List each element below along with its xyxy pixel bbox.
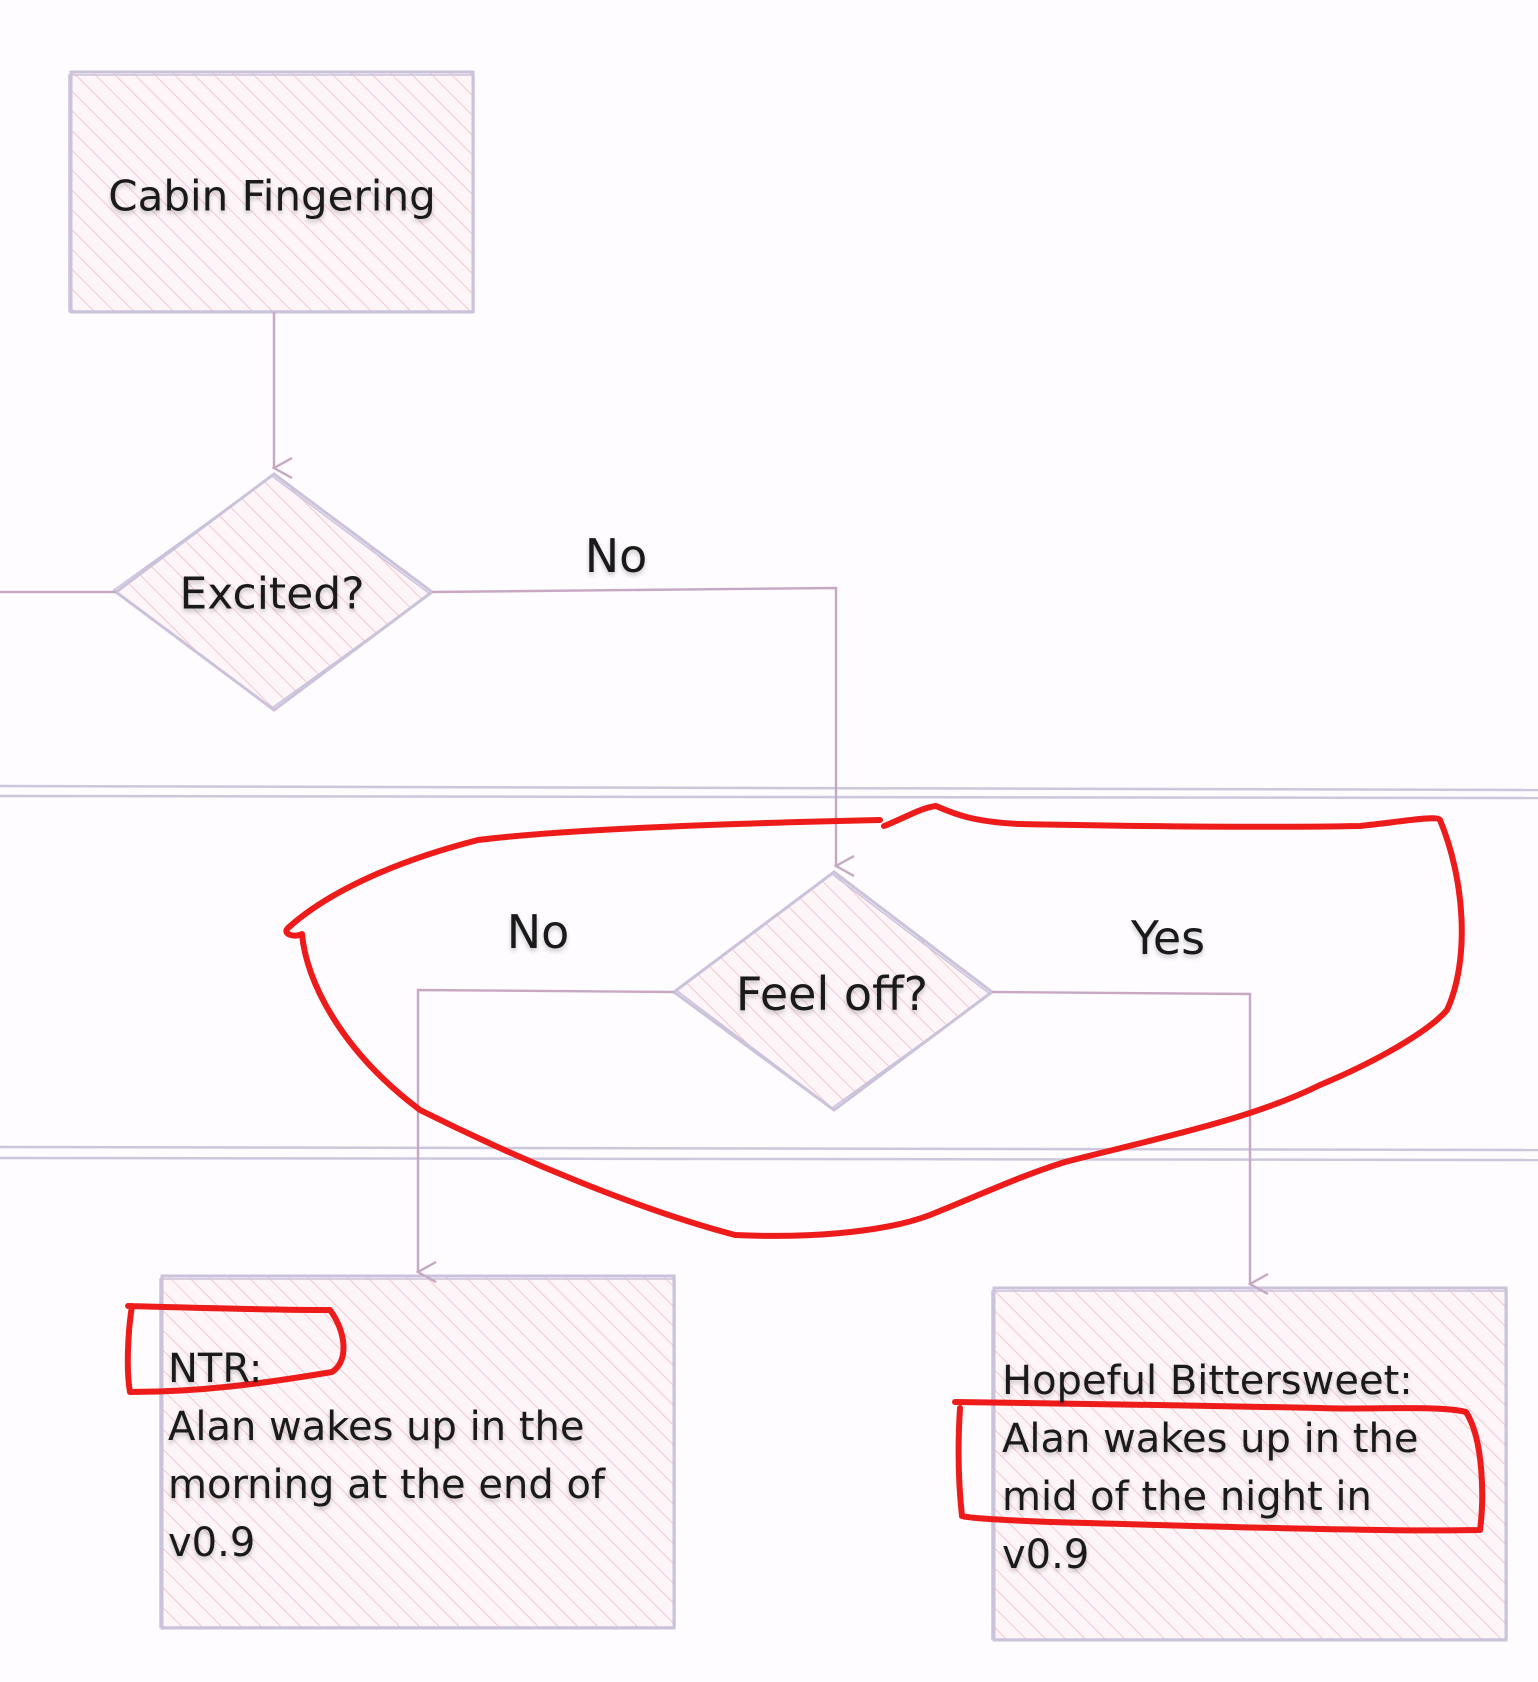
hopeful-line-4: v0.9 [1002,1532,1090,1578]
edge-feel-off-yes [991,990,1250,1284]
excited-no-label: No [584,529,648,583]
ntr-node[interactable] [159,1274,676,1630]
excited-decision-node[interactable] [112,472,435,712]
ntr-line-1: NTR: [168,1346,263,1392]
hopeful-bittersweet-text: Hopeful Bittersweet: Alan wakes up in th… [1002,1352,1418,1584]
annotation-feel-off-circle [283,803,1465,1239]
hopeful-line-3: mid of the night in [1002,1474,1372,1520]
lane-divider-top [0,784,1538,800]
feel-off-decision-node[interactable] [671,870,995,1112]
feel-off-label: Feel off? [735,967,929,1021]
lane-divider-bottom [0,1145,1538,1162]
edge-excited-no [431,586,836,866]
hopeful-bittersweet-node[interactable] [991,1286,1508,1642]
cabin-fingering-node[interactable] [68,70,475,314]
annotation-ntr-box [124,1303,347,1395]
feel-off-yes-label: Yes [1130,911,1206,965]
edge-feel-off-no [418,988,675,1272]
hopeful-line-1: Hopeful Bittersweet: [1002,1358,1413,1404]
ntr-line-4: v0.9 [168,1520,256,1566]
ntr-text: NTR: Alan wakes up in the morning at the… [168,1340,605,1572]
excited-label: Excited? [179,568,365,620]
ntr-line-2: Alan wakes up in the [168,1404,585,1450]
ntr-line-3: morning at the end of [168,1462,605,1508]
hopeful-line-2: Alan wakes up in the [1002,1416,1419,1462]
annotation-hopeful-lines-box [952,1399,1486,1534]
feel-off-no-label: No [506,905,570,959]
cabin-fingering-label: Cabin Fingering [108,171,436,221]
